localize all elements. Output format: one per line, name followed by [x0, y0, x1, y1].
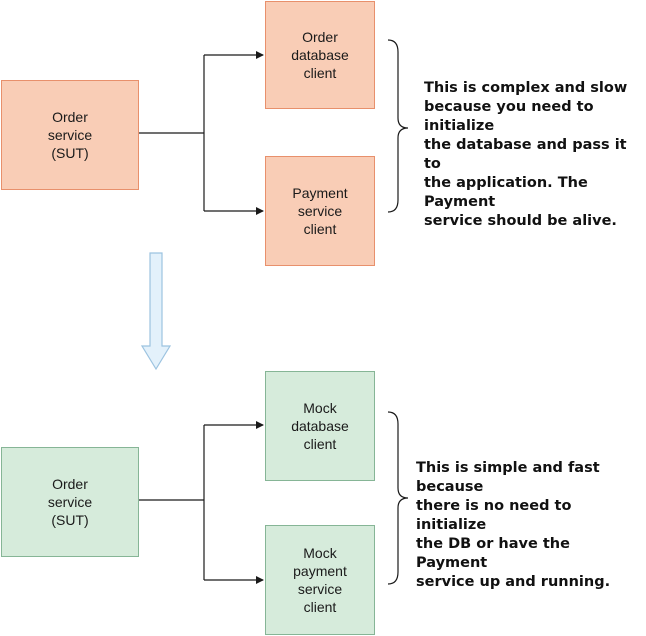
top-note: This is complex and slow because you nee…: [424, 80, 628, 229]
top-client1-label: Order database client: [291, 29, 349, 81]
top-client2-box: Payment service client: [265, 156, 375, 266]
bottom-sut-box: Order service (SUT): [1, 447, 139, 557]
bottom-client1-box: Mock database client: [265, 371, 375, 481]
top-brace: [387, 39, 409, 213]
bottom-sut-label: Order service (SUT): [47, 476, 93, 528]
top-sut-label: Order service (SUT): [47, 109, 93, 161]
transition-down-arrow: [140, 252, 172, 371]
top-sut-box: Order service (SUT): [1, 80, 139, 190]
bottom-note: This is simple and fast because there is…: [416, 460, 611, 590]
top-client2-label: Payment service client: [292, 185, 348, 237]
bottom-connectors: [139, 421, 264, 584]
top-connectors: [139, 51, 264, 215]
bottom-client1-label: Mock database client: [291, 400, 349, 452]
bottom-brace: [387, 411, 409, 585]
top-client1-box: Order database client: [265, 1, 375, 109]
bottom-client2-label: Mock payment service client: [293, 545, 347, 615]
bottom-client2-box: Mock payment service client: [265, 525, 375, 635]
